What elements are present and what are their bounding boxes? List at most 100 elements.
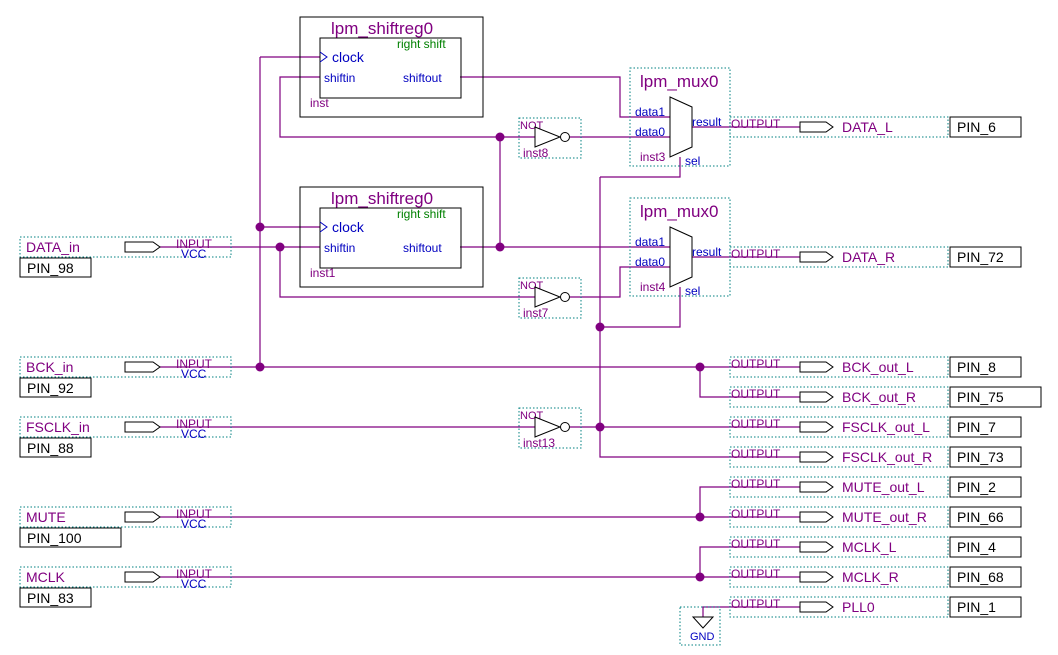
input-vcc: VCC (181, 517, 207, 531)
shiftreg-block-1[interactable]: lpm_shiftreg0 right shift clock shiftin … (299, 186, 484, 288)
input-pin-mclk[interactable]: MCLK INPUT VCC PIN_83 (19, 566, 232, 608)
output-pin-number: PIN_8 (957, 359, 996, 375)
shiftreg-shiftout-port: shiftout (403, 241, 442, 255)
output-pin-pll0[interactable]: OUTPUT PLL0 PIN_1 (729, 596, 1022, 618)
output-pin-bck-out-l[interactable]: OUTPUT BCK_out_L PIN_8 (729, 356, 1022, 378)
output-type: OUTPUT (731, 507, 781, 521)
input-pin-number: PIN_92 (27, 380, 74, 396)
output-pin-fsclk-out-l[interactable]: OUTPUT FSCLK_out_L PIN_7 (729, 416, 1022, 438)
wires (160, 56, 800, 617)
shiftreg-block-0[interactable]: lpm_shiftreg0 right shift clock shiftin … (299, 16, 484, 118)
not-gate-2[interactable]: NOT inst13 (518, 407, 582, 450)
junction-dot (695, 572, 705, 582)
not-inst: inst13 (523, 436, 555, 450)
junction-dot (695, 512, 705, 522)
input-pin-number: PIN_88 (27, 440, 74, 456)
not-gate-1[interactable]: NOT inst7 (518, 277, 582, 320)
output-port-icon (799, 421, 834, 433)
output-pin-number: PIN_6 (957, 119, 996, 135)
output-type: OUTPUT (731, 357, 781, 371)
input-pin-number: PIN_100 (27, 530, 82, 546)
output-pin-data-l[interactable]: OUTPUT DATA_L PIN_6 (729, 116, 1022, 138)
mux-sel-port: sel (685, 154, 700, 168)
input-pin-mute[interactable]: MUTE INPUT VCC PIN_100 (19, 506, 232, 548)
output-pin-number: PIN_4 (957, 539, 996, 555)
output-port-icon (799, 481, 834, 493)
junction-dot (255, 222, 265, 232)
output-pin-number: PIN_73 (957, 449, 1004, 465)
output-port-icon (799, 391, 834, 403)
output-name: FSCLK_out_R (842, 449, 932, 465)
output-name: DATA_L (842, 119, 893, 135)
junction-dot (595, 422, 605, 432)
input-pin-data-in[interactable]: DATA_in INPUT VCC PIN_98 (19, 236, 232, 278)
junction-dot (595, 322, 605, 332)
output-pin-number: PIN_75 (957, 389, 1004, 405)
input-type: INPUT (176, 507, 213, 521)
output-name: DATA_R (842, 249, 895, 265)
mux-sel-port: sel (685, 284, 700, 298)
clock-pin-icon (319, 51, 328, 63)
output-name: FSCLK_out_L (842, 419, 930, 435)
inverter-bubble-icon (560, 132, 570, 142)
input-type: INPUT (176, 567, 213, 581)
input-pin-fsclk-in[interactable]: FSCLK_in INPUT VCC PIN_88 (19, 416, 232, 458)
mux-inst: inst4 (640, 280, 666, 294)
input-type: INPUT (176, 237, 213, 251)
input-name: BCK_in (26, 359, 73, 375)
input-vcc: VCC (181, 577, 207, 591)
junction-dot (255, 362, 265, 372)
input-vcc: VCC (181, 247, 207, 261)
shiftreg-shiftin-port: shiftin (324, 241, 355, 255)
output-port-icon (799, 541, 834, 553)
junction-dot (275, 242, 285, 252)
output-pin-number: PIN_2 (957, 479, 996, 495)
output-pin-mute-out-r[interactable]: OUTPUT MUTE_out_R PIN_66 (729, 506, 1022, 528)
shiftreg-mode: right shift (397, 207, 446, 221)
mux-title: lpm_mux0 (640, 72, 718, 91)
gnd-symbol[interactable]: GND (679, 606, 721, 646)
mux-symbol (669, 226, 693, 288)
output-type: OUTPUT (731, 447, 781, 461)
shiftreg-clock-port: clock (332, 49, 365, 65)
shiftreg-mode: right shift (397, 37, 446, 51)
junction-dot (495, 132, 505, 142)
input-type: INPUT (176, 357, 213, 371)
inverter-bubble-icon (560, 422, 570, 432)
output-type: OUTPUT (731, 477, 781, 491)
output-pin-mute-out-l[interactable]: OUTPUT MUTE_out_L PIN_2 (729, 476, 1022, 498)
input-name: MCLK (26, 569, 66, 585)
output-pin-bck-out-r[interactable]: OUTPUT BCK_out_R PIN_75 (729, 386, 1042, 408)
mux-block-1[interactable]: lpm_mux0 data1 data0 result sel inst4 (629, 197, 731, 298)
mux-title: lpm_mux0 (640, 202, 718, 221)
output-name: BCK_out_L (842, 359, 914, 375)
junction-dot (495, 242, 505, 252)
output-pin-data-r[interactable]: OUTPUT DATA_R PIN_72 (729, 246, 1022, 268)
mux-block-0[interactable]: lpm_mux0 data1 data0 result sel inst3 (629, 67, 731, 168)
output-pin-mclk-l[interactable]: OUTPUT MCLK_L PIN_4 (729, 536, 1022, 558)
output-pin-fsclk-out-r[interactable]: OUTPUT FSCLK_out_R PIN_73 (729, 446, 1022, 468)
not-inst: inst7 (523, 306, 549, 320)
not-gate-icon (534, 286, 562, 308)
input-name: MUTE (26, 509, 66, 525)
output-pin-number: PIN_66 (957, 509, 1004, 525)
input-pin-bck-in[interactable]: BCK_in INPUT VCC PIN_92 (19, 356, 232, 398)
shiftreg-inst: inst (310, 96, 329, 110)
input-port-icon (124, 571, 161, 583)
output-pin-mclk-r[interactable]: OUTPUT MCLK_R PIN_68 (729, 566, 1022, 588)
output-port-icon (799, 571, 834, 583)
output-name: MCLK_R (842, 569, 899, 585)
mux-data0-port: data0 (635, 125, 665, 139)
output-type: OUTPUT (731, 537, 781, 551)
output-type: OUTPUT (731, 567, 781, 581)
not-gate-0[interactable]: NOT inst8 (518, 117, 582, 160)
output-type: OUTPUT (731, 247, 781, 261)
output-port-icon (799, 511, 834, 523)
mux-data0-port: data0 (635, 255, 665, 269)
shiftreg-clock-port: clock (332, 219, 365, 235)
shiftreg-inst: inst1 (310, 266, 336, 280)
output-type: OUTPUT (731, 597, 781, 611)
output-pin-number: PIN_7 (957, 419, 996, 435)
output-type: OUTPUT (731, 417, 781, 431)
